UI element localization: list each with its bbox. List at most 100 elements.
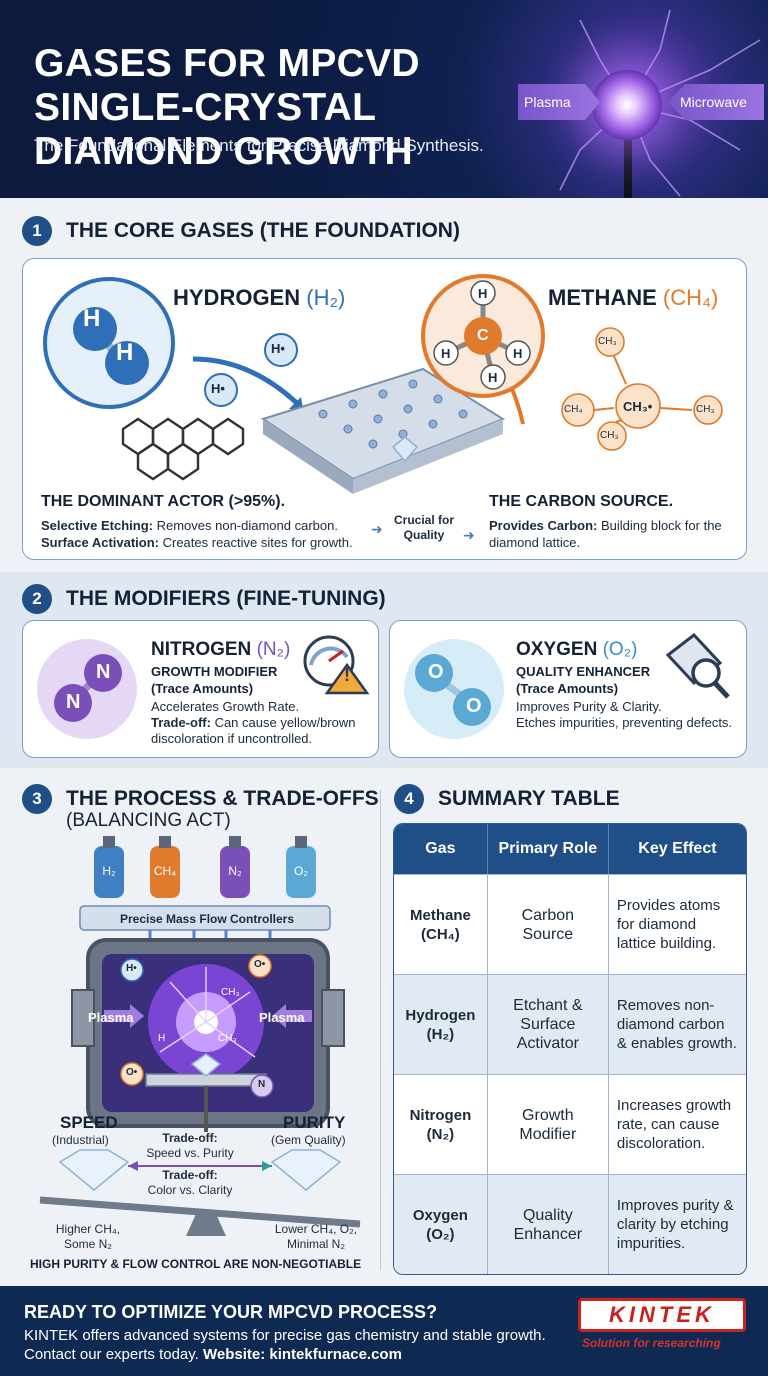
summary-table: Gas Primary Role Key Effect Methane(CH₄)… [393, 823, 747, 1275]
kintek-tagline: Solution for researching [582, 1336, 721, 1350]
gas-name: Oxygen [412, 1206, 468, 1224]
oxygen-title: OXYGEN (O₂) [516, 639, 637, 661]
hydrogen-radical-1 [264, 333, 298, 367]
methane-carbon-atom: C [477, 327, 489, 344]
speed-gauge-warning-icon [303, 635, 370, 695]
right-recipe-line-2: Minimal N₂ [287, 1237, 345, 1251]
oxygen-card: O O OXYGEN (O₂) QUALITY ENHANCER (Trace … [389, 620, 747, 758]
methane-formula: (CH₄) [662, 285, 719, 310]
species-h-radical: H• [126, 963, 137, 974]
plasma-label-right: Plasma [259, 1010, 305, 1025]
left-recipe-line-1: Higher CH₄, [55, 1222, 121, 1236]
kintek-logo[interactable]: KINTEK Solution for researching [578, 1298, 748, 1362]
methane-h-atom-2: H [441, 346, 451, 361]
gas-cylinder-label: H₂ [102, 864, 116, 878]
table-cell-effect: Removes non-diamond carbon & enables gro… [608, 974, 746, 1074]
mpcvd-process-diagram [39, 836, 361, 1236]
plasma-arrow-label: Plasma [518, 84, 600, 120]
species-n: N [258, 1079, 266, 1090]
oxygen-atom-2: O [466, 695, 482, 717]
oxygen-atom-1: O [428, 661, 444, 683]
oxygen-formula: (O₂) [602, 639, 638, 660]
arrow-right-icon-2: ➜ [463, 527, 475, 543]
nitrogen-tradeoff-text: Can cause yellow/brown discoloration if … [151, 715, 356, 746]
methane-point-text: Building block for the diamond lattice. [489, 518, 722, 550]
table-header-gas: Gas [394, 824, 488, 874]
table-header-role: Primary Role [487, 824, 609, 874]
oxygen-molecule-icon [404, 639, 504, 739]
right-recipe-line-1: Lower CH₄, O₂, [274, 1222, 358, 1236]
gas-cylinder [286, 846, 316, 898]
species-o-radical-2: O• [126, 1067, 138, 1078]
table-cell-role: Carbon Source [487, 874, 609, 974]
kintek-logo-text: KINTEK [578, 1298, 746, 1332]
hydrogen-heading: THE DOMINANT ACTOR (>95%). [41, 493, 286, 510]
hydrogen-atom-1: H [83, 305, 101, 332]
section-4-title: SUMMARY TABLE [438, 787, 620, 810]
gas-formula: (N₂) [426, 1125, 455, 1143]
oxygen-role: QUALITY ENHANCER [516, 664, 651, 679]
nitrogen-role: GROWTH MODIFIER [151, 664, 278, 679]
gas-name: Methane [409, 906, 471, 924]
section-2-number: 2 [22, 584, 52, 614]
page-title: GASES FOR MPCVD SINGLE-CRYSTAL DIAMOND G… [34, 42, 420, 173]
footer-banner: READY TO OPTIMIZE YOUR MPCVD PROCESS? KI… [0, 1286, 768, 1376]
tradeoff-1-key: Trade-off: [162, 1131, 218, 1145]
oxygen-effect-2: Etches impurities, preventing defects. [516, 715, 733, 730]
hydrogen-point-1-key: Selective Etching: [41, 518, 153, 533]
microwave-arrow-label: Microwave [668, 84, 764, 120]
gas-cylinders [94, 836, 316, 898]
methane-molecule-icon [421, 274, 545, 398]
hydrogen-point-2-key: Surface Activation: [41, 535, 159, 550]
gas-formula: (H₂) [426, 1025, 455, 1043]
table-cell-effect: Increases growth rate, can cause discolo… [608, 1074, 746, 1174]
magnifier-cleaning-icon [665, 632, 730, 699]
hydrogen-formula: (H₂) [306, 285, 346, 310]
species-ch3-2: CH₃ [218, 1033, 237, 1044]
gas-cylinder-valve [159, 836, 171, 848]
hydrogen-radical-2 [204, 373, 238, 407]
table-cell-effect: Improves purity & clarity by etching imp… [608, 1174, 746, 1274]
hydrogen-label: HYDROGEN (H₂) [173, 285, 345, 311]
speed-label: SPEED [60, 1113, 118, 1132]
tradeoff-2-text: Color vs. Clarity [147, 1183, 233, 1197]
methyl-radical-1: CH₃ [598, 336, 617, 347]
mfc-label: Precise Mass Flow Controllers [119, 912, 295, 926]
hydrogen-point-2-text: Creates reactive sites for growth. [159, 535, 353, 550]
gas-name: Nitrogen [409, 1106, 472, 1124]
gas-cylinder-label: CH₄ [153, 864, 177, 878]
methane-radical-2: CH₄ [564, 404, 583, 415]
methane-h-atom-1: H [478, 286, 488, 301]
section-4-number: 4 [394, 784, 424, 814]
methane-h-atom-3: H [513, 346, 523, 361]
methane-name: METHANE [548, 285, 657, 310]
hydrogen-radical-2-label: H• [211, 381, 225, 396]
footer-line-2-prefix: Contact our experts today. [24, 1346, 203, 1363]
table-header-row: Gas Primary Role Key Effect [394, 824, 746, 874]
table-cell-role: Growth Modifier [487, 1074, 609, 1174]
species-h: H [158, 1033, 166, 1044]
website-link[interactable]: Website: kintekfurnace.com [202, 1346, 402, 1363]
section-3-subtitle: (BALANCING ACT) [66, 810, 231, 831]
nitrogen-title: NITROGEN (N₂) [151, 639, 290, 661]
hydrogen-point-1: Selective Etching: Removes non-diamond c… [41, 517, 338, 534]
nitrogen-atom-2: N [66, 691, 81, 713]
graphite-and-diamond-lattice-graphic [121, 347, 525, 494]
section-1-title: THE CORE GASES (THE FOUNDATION) [66, 219, 460, 242]
purity-label: PURITY [283, 1113, 346, 1132]
footer-line-1: KINTEK offers advanced systems for preci… [24, 1327, 546, 1344]
plasma-label-left: Plasma [88, 1010, 134, 1025]
footer-line-2: Contact our experts today. Website: kint… [24, 1346, 402, 1363]
section-1-number: 1 [22, 216, 52, 246]
plasma-orb [592, 70, 662, 140]
hydrogen-atom-2: H [116, 339, 134, 366]
tradeoff-1-text: Speed vs. Purity [146, 1146, 234, 1160]
methane-h-atom-4: H [488, 370, 498, 385]
gas-cylinder-valve [103, 836, 115, 848]
nitrogen-molecule-icon [37, 639, 137, 739]
methane-point-key: Provides Carbon: [489, 518, 598, 533]
table-cell-role: Etchant & Surface Activator [487, 974, 609, 1074]
methyl-radical-4: CH₃ [696, 404, 715, 415]
hydrogen-radical-1-label: H• [271, 341, 285, 356]
